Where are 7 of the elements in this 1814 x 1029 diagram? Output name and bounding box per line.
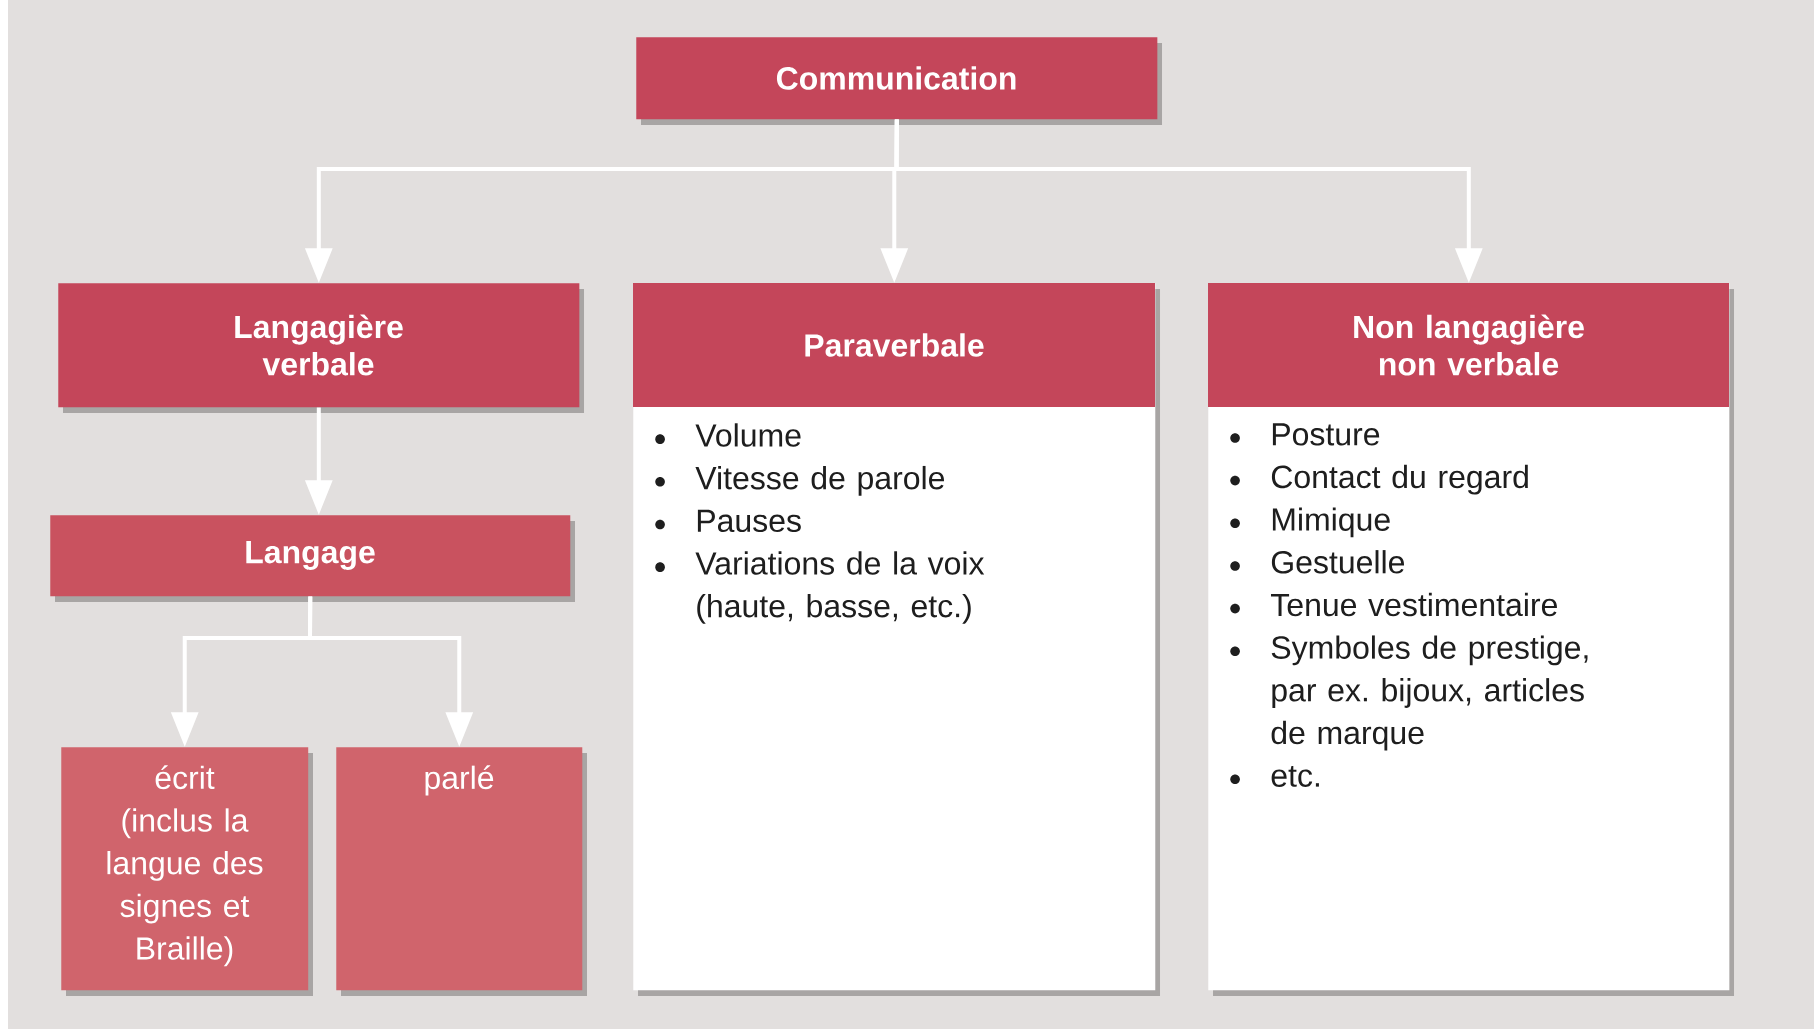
category-panel: Non langagière non verbale Posture Contact du regard Mimique Gestuelle Tenue vestimentaire Symboles de prestige, par ex. bijoux, articles de marque etc.: [1208, 283, 1734, 996]
category-panel: Paraverbale Volume Vitesse de parole Pauses Variations de la voix (haute, basse, etc.): [633, 283, 1160, 996]
title-box: Communication: [636, 37, 1162, 125]
category-box: Langagière verbale: [58, 283, 584, 413]
form-box: écrit (inclus la langue des signes et Braille): [61, 747, 313, 996]
form-box: parlé: [336, 747, 587, 996]
subcategory-box: Langage: [50, 515, 575, 602]
